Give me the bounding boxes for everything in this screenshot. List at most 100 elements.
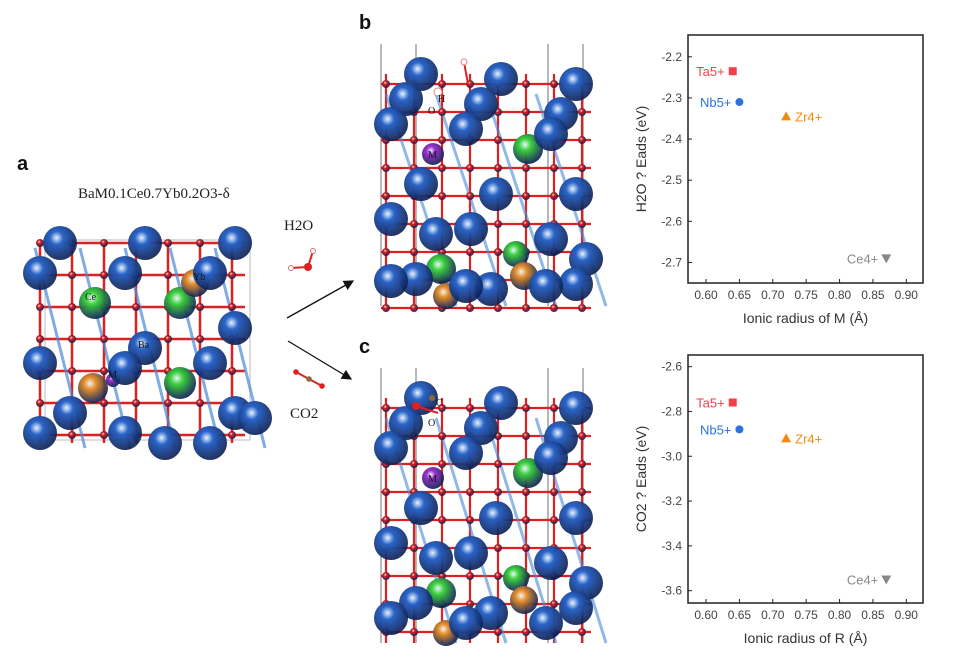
panel-label-c: c	[359, 336, 371, 358]
x-tick-label: 0.60	[694, 288, 718, 302]
oxygen-atom	[132, 399, 140, 407]
arrow-to-b	[286, 280, 355, 319]
oxygen-atom	[100, 431, 108, 439]
oxygen-atom	[228, 367, 236, 375]
bond	[434, 93, 508, 307]
ba-atom	[529, 269, 563, 303]
ba-atom	[53, 396, 87, 430]
oxygen-atom	[438, 516, 446, 524]
y-tick-label: -3.2	[661, 494, 682, 508]
oxygen-atom	[466, 304, 474, 312]
oxygen-atom	[578, 628, 586, 636]
ba-atom	[23, 346, 57, 380]
oxygen-atom	[36, 303, 44, 311]
point-label-ce: Ce4+	[847, 572, 878, 587]
x-tick-label: 0.80	[828, 288, 852, 302]
x-tick-label: 0.65	[728, 608, 752, 622]
oxygen-atom	[382, 80, 390, 88]
oxygen-atom	[522, 108, 530, 116]
x-axis-label: Ionic radius of M (Å)	[743, 310, 868, 326]
ba-atom	[374, 107, 408, 141]
x-axis-label: Ionic radius of R (Å)	[744, 630, 868, 646]
oxygen-atom	[438, 432, 446, 440]
oxygen-atom	[68, 335, 76, 343]
atom-label-ba: Ba	[138, 340, 150, 351]
oxygen-atom	[578, 136, 586, 144]
oxygen-atom	[522, 220, 530, 228]
ba-atom	[374, 202, 408, 236]
ce-atom	[513, 458, 543, 488]
oxygen-atom	[466, 572, 474, 580]
ba-atom	[218, 226, 252, 260]
oxygen-atom	[196, 399, 204, 407]
ba-atom	[193, 346, 227, 380]
oxygen-atom	[132, 303, 140, 311]
oxygen-atom	[550, 164, 558, 172]
oxygen-atom	[550, 80, 558, 88]
oxygen-atom	[382, 404, 390, 412]
ba-atom	[484, 62, 518, 96]
oxygen-atom	[438, 80, 446, 88]
oxygen-atom	[466, 164, 474, 172]
ba-atom	[148, 426, 182, 460]
y-tick-label: -2.3	[661, 91, 682, 105]
ba-atom	[23, 256, 57, 290]
oxygen-atom	[410, 248, 418, 256]
oxygen-atom	[578, 432, 586, 440]
ba-atom	[399, 262, 433, 296]
ba-atom	[464, 87, 498, 121]
y-tick-label: -2.6	[661, 214, 682, 228]
oxygen-atom	[466, 404, 474, 412]
slab-structure-c-co2: COM	[374, 368, 608, 646]
plot-frame	[687, 354, 924, 604]
ba-atom	[449, 269, 483, 303]
ba-atom	[389, 406, 423, 440]
atom-label-yb: Yb	[193, 272, 205, 283]
oxygen-atom	[466, 488, 474, 496]
yb-atom	[510, 586, 538, 614]
x-tick-label: 0.65	[728, 288, 752, 302]
data-point-ce	[881, 254, 892, 264]
ba-atom	[529, 606, 563, 640]
arrow-to-c	[287, 340, 353, 380]
oxygen-atom	[382, 304, 390, 312]
ce-atom	[79, 287, 111, 319]
oxygen-atom	[550, 488, 558, 496]
data-point-nb	[735, 98, 744, 107]
oxygen-atom	[578, 108, 586, 116]
atom-label-c: C	[436, 398, 443, 409]
oxygen-atom	[578, 460, 586, 468]
y-tick-label: -2.2	[661, 50, 682, 64]
point-label-ce: Ce4+	[847, 251, 878, 266]
oxygen-atom	[382, 248, 390, 256]
ba-atom	[374, 526, 408, 560]
x-tick-label: 0.75	[794, 288, 818, 302]
y-tick-label: -2.6	[661, 360, 682, 374]
oxygen-atom	[494, 136, 502, 144]
ba-atom	[449, 112, 483, 146]
oxygen-atom	[410, 304, 418, 312]
data-point-zr	[781, 433, 792, 443]
oxygen-atom	[438, 488, 446, 496]
ba-atom	[43, 226, 77, 260]
atom-label-m: M	[108, 370, 117, 381]
oxygen-atom	[228, 271, 236, 279]
oxygen-atom	[494, 460, 502, 468]
oxygen-atom	[196, 303, 204, 311]
co2-label: CO2	[290, 406, 318, 423]
bond	[78, 247, 132, 449]
oxygen-atom	[438, 404, 446, 412]
ba-atom	[479, 177, 513, 211]
ce-atom	[513, 134, 543, 164]
ba-atom	[559, 267, 593, 301]
oxygen-atom	[550, 516, 558, 524]
oxygen-atom	[382, 488, 390, 496]
ba-atom	[404, 57, 438, 91]
y-tick-label: -2.7	[661, 255, 682, 269]
oxygen-atom	[494, 544, 502, 552]
h2o-text: H2O	[284, 218, 314, 234]
oxygen-atom	[494, 164, 502, 172]
ba-atom	[218, 311, 252, 345]
